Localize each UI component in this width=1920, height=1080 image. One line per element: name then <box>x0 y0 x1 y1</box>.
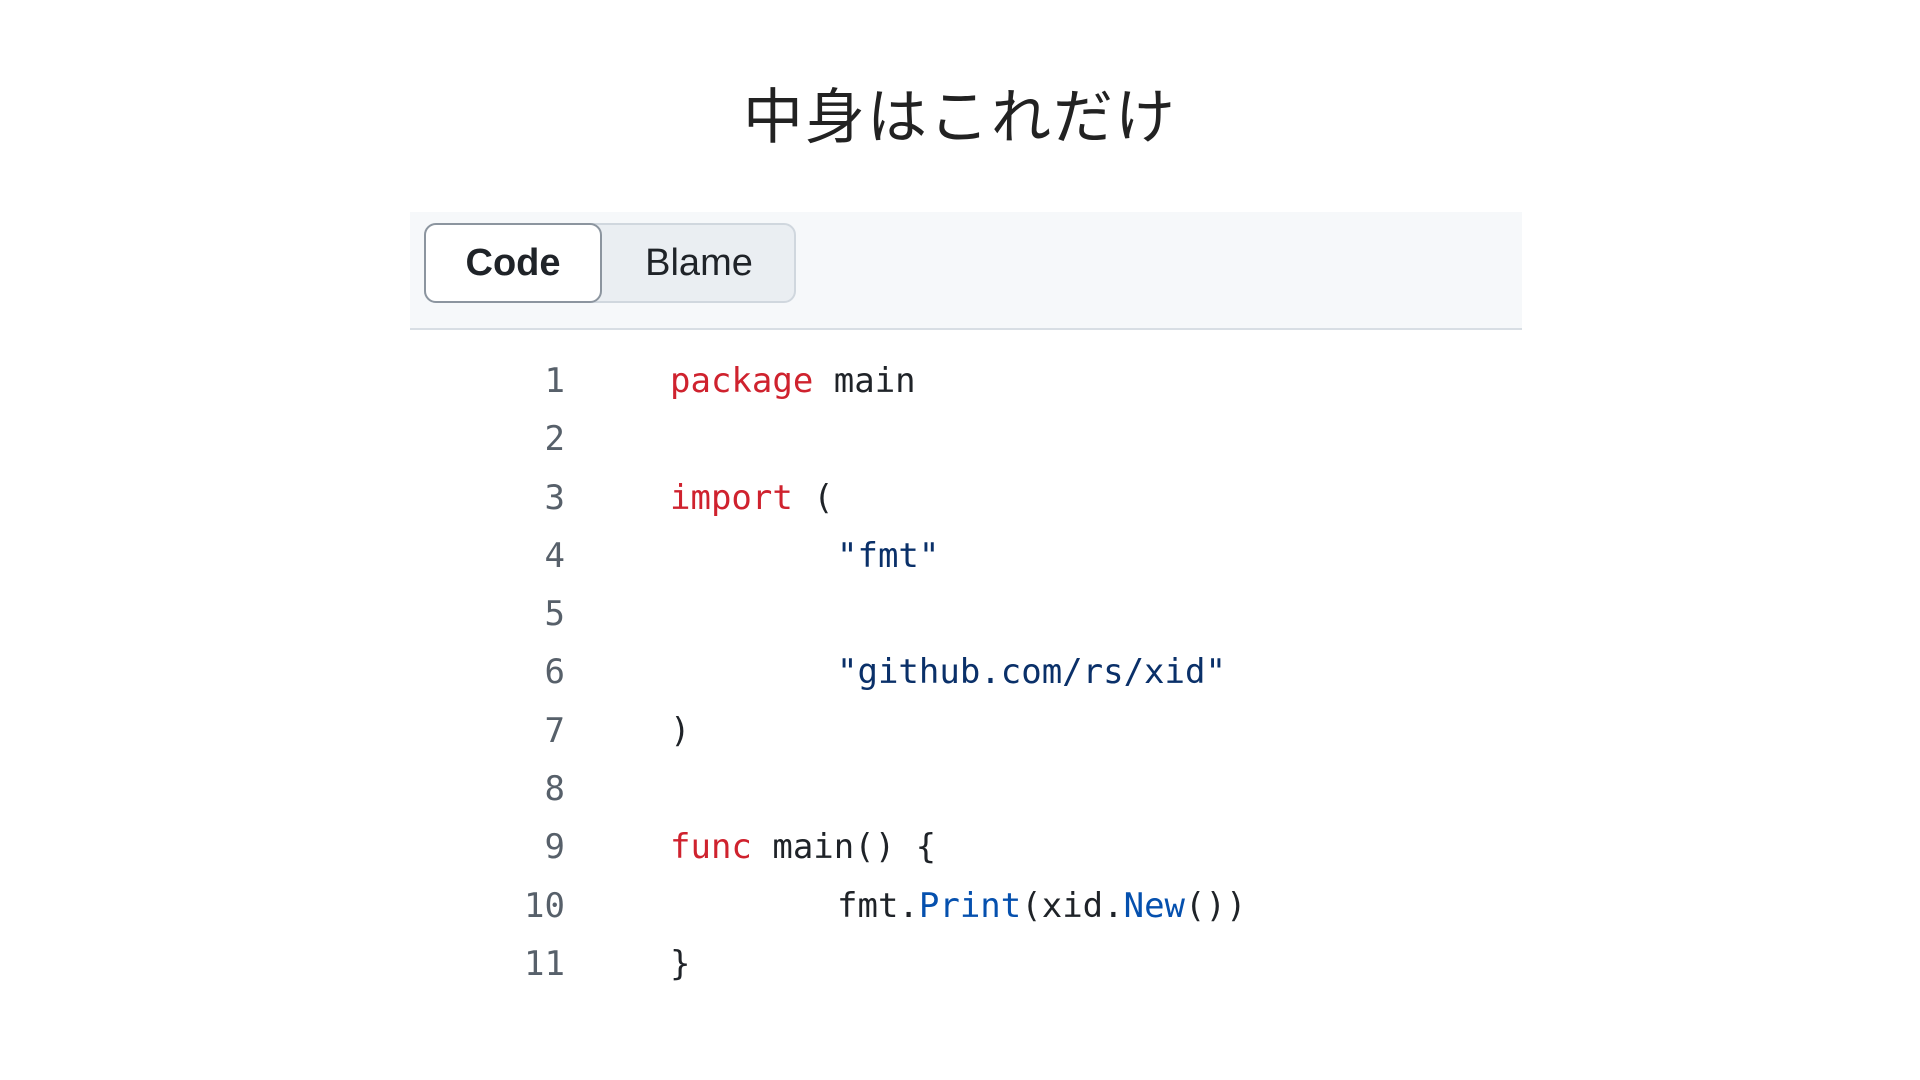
line-number[interactable]: 2 <box>544 419 565 460</box>
code-line: 3 import ( <box>410 469 1522 527</box>
line-number[interactable]: 1 <box>544 361 565 401</box>
line-content: "github.com/rs/xid" <box>670 643 1226 701</box>
code-token-plain: main <box>813 361 916 401</box>
line-number[interactable]: 4 <box>544 535 565 576</box>
code-token-plain: ) <box>670 710 691 751</box>
code-line: 7) <box>410 702 1522 760</box>
code-token-plain: ( <box>792 477 834 518</box>
line-number[interactable]: 11 <box>524 943 565 984</box>
code-token-fn: New <box>1123 885 1186 926</box>
code-line: 11} <box>410 935 1522 993</box>
line-content: ) <box>670 702 690 760</box>
code-token-plain: (xid. <box>1021 885 1124 926</box>
code-token-kw: package <box>670 361 814 401</box>
file-toolbar: Code Blame <box>410 212 1522 330</box>
code-tab-button[interactable]: Code <box>424 223 602 303</box>
code-token-plain: fmt. <box>837 885 919 926</box>
line-number[interactable]: 8 <box>544 769 565 810</box>
code-token-str: "github.com/rs/xid" <box>837 652 1226 693</box>
code-token-kw: func <box>670 827 752 868</box>
code-token-plain: } <box>670 943 691 984</box>
line-content: } <box>670 935 690 993</box>
code-line: 5 <box>410 585 1522 643</box>
code-token-fn: Print <box>918 885 1022 926</box>
code-token-plain: ()) <box>1185 885 1247 926</box>
blame-tab-button[interactable]: Blame <box>645 241 753 284</box>
view-mode-toggle: Code Blame <box>424 223 796 303</box>
line-content: func main() { <box>670 818 936 876</box>
line-number[interactable]: 9 <box>544 827 565 868</box>
line-number[interactable]: 3 <box>544 477 565 518</box>
code-token-str: "fmt" <box>837 535 940 576</box>
slide-title: 中身はこれだけ <box>743 83 1177 153</box>
code-line: 2 <box>410 410 1522 468</box>
code-line: 6 "github.com/rs/xid" <box>410 643 1522 701</box>
code-line: 1 package main <box>410 352 1522 410</box>
code-line: 10 fmt.Print(xid.New()) <box>410 877 1522 935</box>
code-line: 4 "fmt" <box>410 527 1522 585</box>
line-content: import ( <box>670 469 834 527</box>
code-token-kw: import <box>670 477 793 518</box>
line-content: "fmt" <box>670 527 939 585</box>
line-content: fmt.Print(xid.New()) <box>670 877 1246 935</box>
line-number[interactable]: 5 <box>544 594 565 635</box>
code-line: 8 <box>410 760 1522 818</box>
code-token-plain: main() { <box>751 827 937 868</box>
code-line: 9 func main() { <box>410 818 1522 876</box>
line-number[interactable]: 6 <box>544 652 565 693</box>
line-number[interactable]: 10 <box>524 885 565 926</box>
line-number[interactable]: 7 <box>544 710 565 751</box>
line-content: package main <box>670 352 916 410</box>
